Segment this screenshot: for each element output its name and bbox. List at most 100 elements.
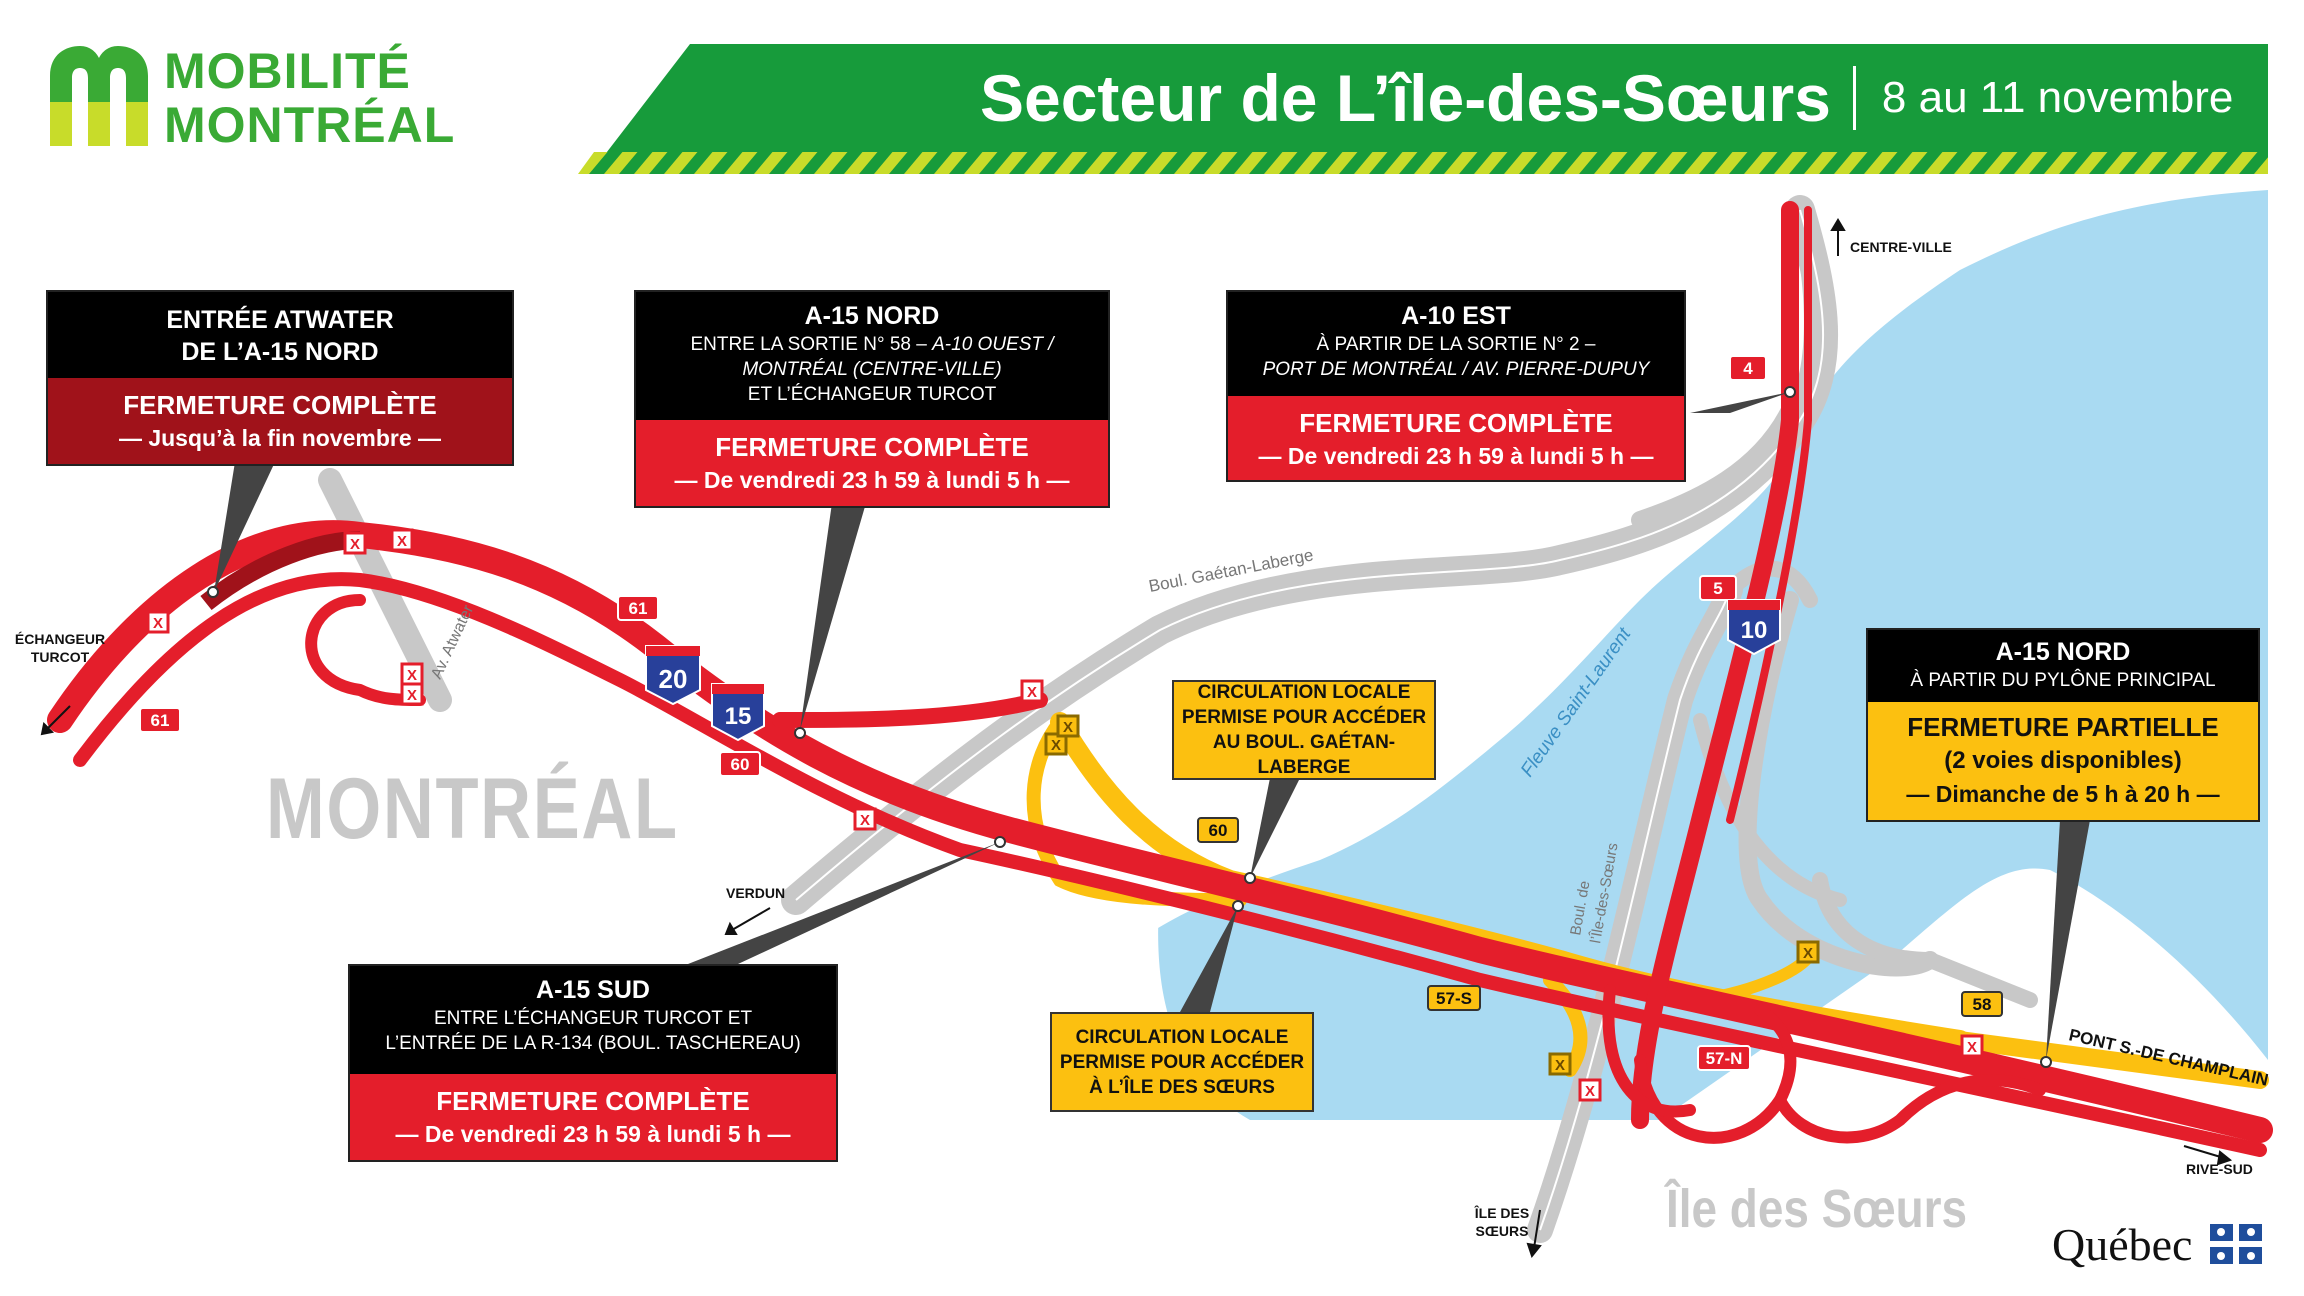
- exit-tag-61-lower: 61: [139, 707, 181, 733]
- svg-text:58: 58: [1973, 995, 1992, 1014]
- closure-status: FERMETURE COMPLÈTE: [123, 390, 437, 420]
- callout-detail: PERMISE POUR ACCÉDER: [1181, 707, 1427, 728]
- exit-tag-60-red: 60: [719, 751, 761, 777]
- dir-ile-1: ÎLE DES: [1474, 1204, 1529, 1221]
- title-divider: [1852, 66, 1856, 130]
- dir-centre-ville: CENTRE-VILLE: [1850, 239, 1952, 255]
- svg-text:X: X: [1027, 684, 1037, 701]
- svg-text:20: 20: [659, 664, 688, 694]
- local-x-marker: X: [1796, 940, 1820, 964]
- svg-text:X: X: [153, 615, 163, 632]
- local-x-marker: X: [1548, 1052, 1572, 1076]
- callout-a15-sud: A-15 SUD ENTRE L’ÉCHANGEUR TURCOT ET L’E…: [348, 964, 838, 1162]
- arrow-down-icon: [1526, 1209, 1542, 1259]
- closure-x-marker: X: [343, 531, 367, 555]
- closure-period: — Dimanche de 5 h à 20 h —: [1906, 781, 2220, 807]
- callout-a10-est: A-10 EST À PARTIR DE LA SORTIE N° 2 – PO…: [1226, 290, 1686, 482]
- highway-shields: 20 15 10: [645, 599, 1781, 742]
- svg-text:10: 10: [1741, 617, 1768, 644]
- closure-x-marker: X: [390, 528, 414, 552]
- title-main: Secteur de L’île-des-Sœurs: [980, 61, 1831, 135]
- svg-text:61: 61: [629, 599, 648, 618]
- callout-pylone-heading: A-15 NORD À PARTIR DU PYLÔNE PRINCIPAL: [1868, 630, 2258, 702]
- closure-period: — Jusqu’à la fin novembre —: [118, 425, 442, 451]
- quebec-wordmark: Québec: [2052, 1219, 2193, 1270]
- svg-text:X: X: [1967, 1039, 1977, 1056]
- logo-m-icon: [50, 46, 148, 146]
- callout-local-ile: CIRCULATION LOCALE PERMISE POUR ACCÉDER …: [1050, 1012, 1314, 1112]
- svg-text:X: X: [1555, 1057, 1565, 1074]
- callout-heading: DE L’A-15 NORD: [181, 338, 379, 366]
- callout-a10-est-heading: A-10 EST À PARTIR DE LA SORTIE N° 2 – PO…: [1228, 292, 1684, 396]
- callout-a15-nord-heading: A-15 NORD ENTRE LA SORTIE N° 58 – A-10 O…: [636, 292, 1108, 420]
- callout-detail: CIRCULATION LOCALE: [1075, 1026, 1289, 1048]
- road-lane-lines: [795, 209, 1825, 1231]
- shield-a10-icon: 10: [1727, 599, 1781, 656]
- pointer-dots: [207, 386, 2052, 1068]
- dir-verdun: VERDUN: [726, 885, 785, 901]
- logo-wordmark: MOBILITÉ MONTRÉAL: [164, 43, 456, 153]
- quebec-brand: Québec: [2052, 1218, 2262, 1271]
- closure-x-marker: X: [1578, 1078, 1602, 1102]
- closure-status: FERMETURE PARTIELLE: [1907, 712, 2219, 742]
- arrow-down-left-icon: [724, 907, 771, 935]
- svg-text:X: X: [1051, 737, 1061, 754]
- callout-heading: A-15 SUD: [536, 976, 650, 1004]
- callout-a15-nord-pylone: A-15 NORD À PARTIR DU PYLÔNE PRINCIPAL F…: [1866, 628, 2260, 822]
- dir-rive-sud: RIVE-SUD: [2186, 1161, 2253, 1177]
- callout-detail: A-10 OUEST /: [932, 334, 1054, 355]
- callout-detail: PORT DE MONTRÉAL / AV. PIERRE-DUPUY: [1262, 359, 1650, 380]
- exit-tag-57n: 57-N: [1697, 1045, 1751, 1071]
- closure-x-marker: X: [1960, 1034, 1984, 1058]
- arrow-up-icon: [1830, 218, 1846, 256]
- svg-text:5: 5: [1713, 579, 1722, 598]
- callout-heading: A-15 NORD: [804, 302, 940, 330]
- direction-arrows: [40, 218, 2233, 1259]
- callout-heading: A-10 EST: [1401, 302, 1511, 330]
- callout-a15-nord: A-15 NORD ENTRE LA SORTIE N° 58 – A-10 O…: [634, 290, 1110, 508]
- exit-tags: 4 5 61 61 60 60 57-S 57-N 58: [139, 355, 2003, 1071]
- svg-text:60: 60: [1209, 821, 1228, 840]
- exit-tag-61-upper: 61: [617, 595, 659, 621]
- exit-tag-4: 4: [1729, 355, 1767, 381]
- callout-detail: AU BOUL. GAÉTAN-LABERGE: [1212, 732, 1396, 778]
- place-ile-des-soeurs: Île des Sœurs: [1666, 1179, 1968, 1239]
- callout-detail: L’ENTRÉE DE LA R-134 (BOUL. TASCHEREAU): [385, 1033, 801, 1054]
- title-dates: 8 au 11 novembre: [1881, 73, 2234, 122]
- callout-atwater-heading: ENTRÉE ATWATER DE L’A-15 NORD: [48, 292, 512, 378]
- lanes-available: (2 voies disponibles): [1944, 747, 2182, 774]
- callout-heading: ENTRÉE ATWATER: [166, 306, 394, 334]
- closure-x-marker: X: [146, 610, 170, 634]
- callout-detail: À L’ÎLE DES SŒURS: [1089, 1076, 1275, 1098]
- closure-status: FERMETURE COMPLÈTE: [436, 1086, 750, 1116]
- svg-text:60: 60: [731, 755, 750, 774]
- mobilite-montreal-logo: MOBILITÉ MONTRÉAL: [44, 40, 464, 160]
- shield-a20-icon: 20: [645, 645, 701, 706]
- closure-x-marker: X: [1020, 679, 1044, 703]
- callout-pylone-body: FERMETURE PARTIELLE (2 voies disponibles…: [1868, 702, 2258, 820]
- svg-text:15: 15: [725, 703, 752, 730]
- callout-pointers: [214, 392, 2090, 1060]
- av-atwater-label: Av. Atwater: [428, 602, 477, 682]
- dir-ile-2: SŒURS: [1476, 1223, 1529, 1239]
- closure-period: — De vendredi 23 h 59 à lundi 5 h —: [395, 1121, 791, 1147]
- svg-text:57-S: 57-S: [1436, 989, 1472, 1008]
- closure-period: — De vendredi 23 h 59 à lundi 5 h —: [1258, 443, 1654, 469]
- local-x-marker: X: [1056, 714, 1080, 738]
- callout-detail: MONTRÉAL (CENTRE-VILLE): [742, 359, 1002, 380]
- local-x-marker: X: [1044, 732, 1068, 756]
- arrow-down-left-icon: [40, 705, 71, 736]
- callout-atwater-body: FERMETURE COMPLÈTE — Jusqu’à la fin nove…: [48, 378, 512, 464]
- arrow-right-icon: [2183, 1145, 2233, 1166]
- exit-tag-60-yellow: 60: [1197, 817, 1239, 843]
- callout-detail: ET L’ÉCHANGEUR TURCOT: [747, 384, 997, 405]
- quebec-flag-icon: [2209, 1224, 2262, 1264]
- closure-x-marker: X: [400, 662, 424, 686]
- exit-tag-5: 5: [1699, 575, 1737, 601]
- svg-text:61: 61: [151, 711, 170, 730]
- svg-text:X: X: [1063, 719, 1073, 736]
- callout-detail: ENTRE LA SORTIE N° 58 –: [690, 334, 927, 355]
- callout-local-gaetan: CIRCULATION LOCALE PERMISE POUR ACCÉDER …: [1172, 680, 1436, 780]
- closure-markers: X X X X X X X X X X X X X: [146, 528, 1984, 1102]
